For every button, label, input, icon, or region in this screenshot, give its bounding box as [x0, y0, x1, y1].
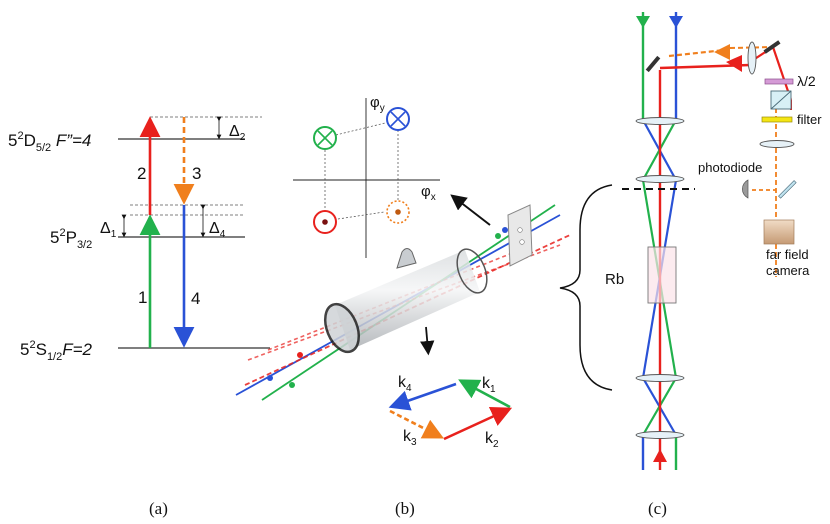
panel-a-level-diagram: 52D5/2 F”=4 52P3/2 52S1/2F=2 1 2 3 4 Δ1 … — [8, 116, 270, 518]
prism-orange — [714, 44, 730, 60]
camera-label-line2: camera — [766, 263, 810, 278]
k4-label: k4 — [398, 374, 412, 394]
detection-branch: λ/2 filter photodiode far field camera — [645, 40, 822, 278]
transition-label-4: 4 — [191, 289, 200, 308]
green-beam-spot — [313, 126, 337, 150]
lens-camera — [759, 140, 795, 148]
detuning-label-4: Δ4 — [209, 220, 226, 240]
phi-y-label: φy — [370, 94, 385, 114]
arrow-cell-down — [420, 326, 435, 356]
level-label-5d: 52D5/2 F”=4 — [8, 130, 91, 154]
mirror-pickoff — [645, 55, 661, 73]
vapor-cell — [323, 248, 488, 354]
k1-arrow — [458, 379, 511, 409]
photodiode — [742, 179, 749, 199]
prism-red — [726, 55, 742, 72]
far-field-camera — [763, 219, 795, 245]
k2-label: k2 — [485, 430, 499, 450]
panel-c-setup: Rb λ/2 filter photodiode — [559, 12, 822, 518]
camera-label-line1: far field — [766, 247, 809, 262]
transition-label-2: 2 — [137, 164, 146, 183]
filter-element — [761, 116, 793, 123]
wavevector-diagram: k1 k2 k3 k4 — [388, 374, 513, 450]
filter-label: filter — [797, 112, 822, 127]
panel-label-c: (c) — [648, 499, 667, 518]
aperture-plate — [507, 204, 533, 267]
k3-label: k3 — [403, 428, 417, 448]
rb-label: Rb — [605, 271, 624, 288]
lens-detection — [747, 41, 757, 75]
halfwave-plate — [764, 78, 794, 85]
photodiode-label: photodiode — [698, 160, 762, 175]
arrow-to-far-field — [450, 194, 491, 226]
red-beam-spot — [313, 210, 337, 234]
transition-label-3: 3 — [192, 164, 201, 183]
rb-cell — [647, 246, 677, 304]
phi-x-label: φx — [421, 183, 436, 203]
guide-red-orange — [337, 211, 385, 220]
beam-splitter — [778, 180, 797, 199]
detuning-label-1: Δ1 — [100, 220, 117, 240]
blue-beam-spot — [386, 107, 410, 131]
k4-arrow — [388, 382, 457, 411]
k1-label: k1 — [482, 375, 496, 395]
k3-arrow — [389, 409, 444, 439]
mirror-top-right — [763, 40, 781, 54]
guide-green-blue — [335, 122, 386, 136]
panel-b-geometry: φy φx — [235, 94, 571, 518]
transition-label-1: 1 — [138, 288, 147, 307]
axis-lenses — [635, 117, 685, 439]
panel-label-b: (b) — [395, 499, 415, 518]
main-beams — [636, 12, 683, 470]
zoom-brace — [559, 184, 613, 391]
level-label-5p: 52P3/2 — [50, 227, 92, 251]
k2-arrow — [443, 406, 513, 441]
detuning-label-2: Δ2 — [229, 123, 246, 143]
level-label-5s: 52S1/2F=2 — [20, 339, 93, 363]
halfwave-label: λ/2 — [797, 73, 816, 89]
orange-beam-spot — [386, 200, 410, 224]
panel-label-a: (a) — [149, 499, 168, 518]
